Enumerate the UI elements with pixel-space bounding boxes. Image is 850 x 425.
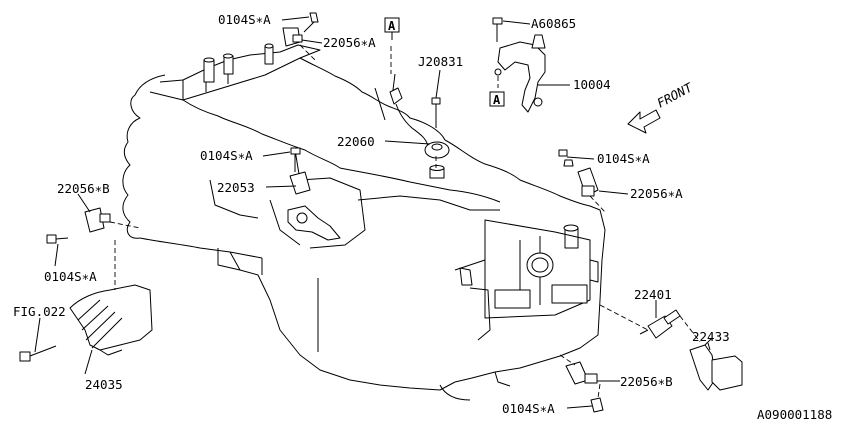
ref-a-mid-label: A: [493, 93, 501, 107]
bracket-10004: [492, 17, 546, 113]
label-22053: 22053: [217, 180, 255, 195]
label-fig022: FIG.022: [13, 304, 66, 319]
label-22056a-right: 22056∗A: [630, 186, 683, 201]
label-a60865: A60865: [531, 16, 576, 31]
spark-plug-22401: [639, 309, 681, 339]
label-22401: 22401: [634, 287, 672, 302]
cam-sensor-22053: [287, 147, 341, 241]
label-22056a-top: 22056∗A: [323, 35, 376, 50]
label-22056b-left: 22056∗B: [57, 181, 110, 196]
label-j20831: J20831: [418, 54, 463, 69]
sensor-22056a-top: [282, 12, 319, 47]
label-22060: 22060: [337, 134, 375, 149]
sensor-22056b-bottom: [565, 361, 604, 413]
ref-box-a-mid: A: [489, 91, 505, 107]
label-24035: 24035: [85, 377, 123, 392]
ref-a-top-label: A: [388, 19, 396, 33]
label-22433: 22433: [692, 329, 730, 344]
front-label: FRONT: [654, 79, 696, 111]
label-0104sa-left: 0104S∗A: [44, 269, 97, 284]
label-22056b-bottom: 22056∗B: [620, 374, 673, 389]
sensor-22056a-right: [558, 149, 599, 197]
label-0104sa-midleft: 0104S∗A: [200, 148, 253, 163]
diagram-code: A090001188: [757, 407, 832, 422]
label-10004: 10004: [573, 77, 611, 92]
label-0104sa-bottom: 0104S∗A: [502, 401, 555, 416]
leader-lines: [34, 16, 711, 409]
heat-shield-24035: [19, 284, 153, 362]
dashed-lines: [109, 44, 701, 399]
ignition-coil-22433: [689, 337, 743, 391]
sensor-22056b-left: [46, 207, 111, 244]
label-0104sa-right: 0104S∗A: [597, 151, 650, 166]
front-arrow: FRONT: [627, 79, 696, 134]
part-labels: 0104S∗A 22056∗A A60865 J20831 10004 2206…: [13, 12, 832, 422]
label-0104sa-top: 0104S∗A: [218, 12, 271, 27]
engine-block: [122, 43, 606, 401]
ref-box-a-top: A: [384, 17, 400, 40]
